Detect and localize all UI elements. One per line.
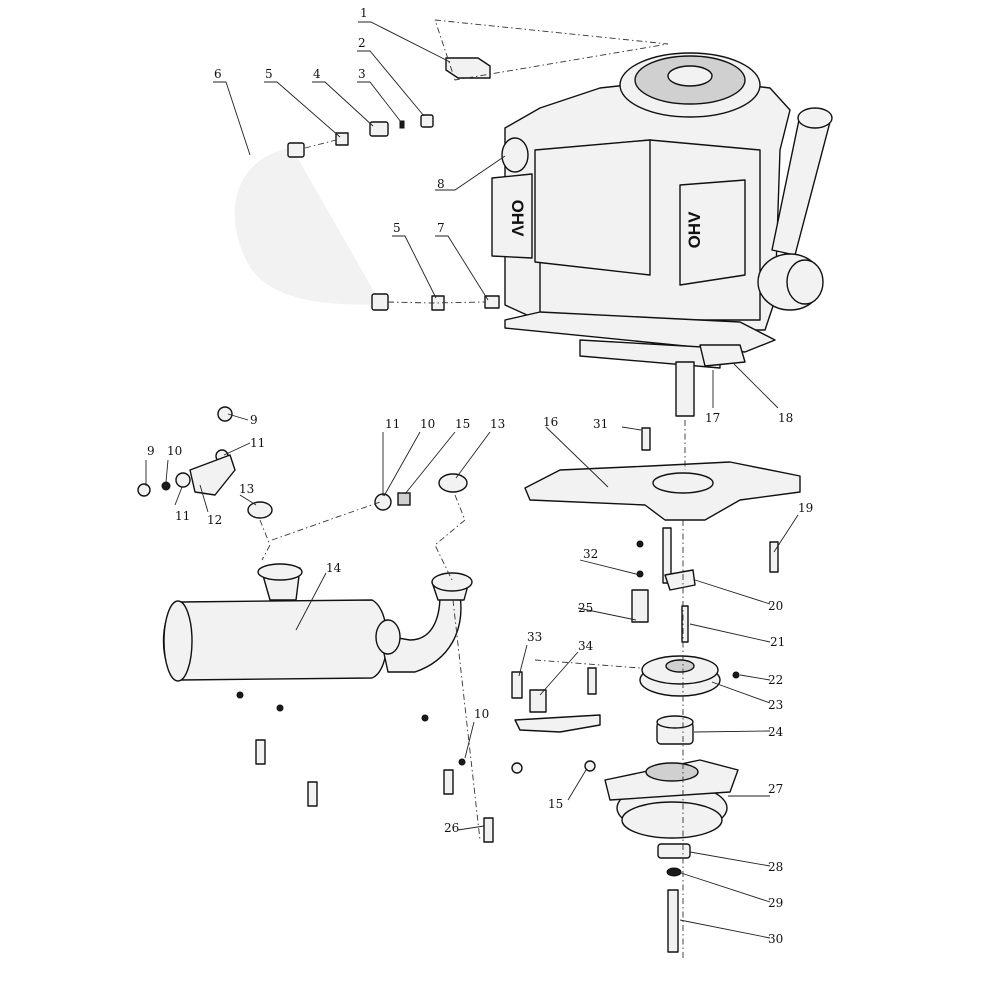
callout-3: 3 <box>358 67 366 81</box>
callout-29: 29 <box>768 896 783 910</box>
engine: OHV OHV <box>484 52 833 417</box>
callout-17: 17 <box>705 411 720 425</box>
callout-26: 26 <box>444 821 459 835</box>
callout-15: 15 <box>455 417 470 431</box>
callout-6: 6 <box>214 67 222 81</box>
muffler <box>162 563 473 682</box>
leader-lines <box>145 21 799 939</box>
callout-11: 11 <box>385 417 400 431</box>
callout-10: 10 <box>420 417 435 431</box>
callout-9: 9 <box>147 444 155 458</box>
callout-30: 30 <box>768 932 783 946</box>
callout-10: 10 <box>167 444 182 458</box>
callout-labels: 1 2 3 4 5 6 8 5 7 17 18 9 11 9 10 11 12 … <box>147 6 813 946</box>
callout-13: 13 <box>490 417 505 431</box>
callout-33: 33 <box>527 630 542 644</box>
callout-5: 5 <box>393 221 401 235</box>
callout-23: 23 <box>768 698 783 712</box>
callout-1: 1 <box>360 6 368 20</box>
callout-10: 10 <box>474 707 489 721</box>
callout-18: 18 <box>778 411 793 425</box>
callout-9: 9 <box>250 413 258 427</box>
engine-logo-right: OHV <box>685 211 704 249</box>
callout-28: 28 <box>768 860 783 874</box>
callout-32: 32 <box>583 547 598 561</box>
callout-11: 11 <box>175 509 190 523</box>
callout-13: 13 <box>239 482 254 496</box>
engine-logo-left: OHV <box>508 200 527 238</box>
mounting-plate <box>524 461 801 521</box>
callout-4: 4 <box>313 67 321 81</box>
callout-14: 14 <box>326 561 342 575</box>
callout-7: 7 <box>437 221 445 235</box>
callout-24: 24 <box>768 725 784 739</box>
callout-16: 16 <box>543 415 558 429</box>
callout-31: 31 <box>593 417 608 431</box>
callout-34: 34 <box>578 639 594 653</box>
callout-11: 11 <box>250 436 265 450</box>
callout-5: 5 <box>265 67 273 81</box>
callout-8: 8 <box>437 177 445 191</box>
callout-27: 27 <box>768 782 783 796</box>
callout-21: 21 <box>770 635 785 649</box>
callout-25: 25 <box>578 601 593 615</box>
callout-15: 15 <box>548 797 563 811</box>
idler-bracket <box>511 667 601 774</box>
fuel-line-parts <box>234 57 491 311</box>
assembly-lines <box>259 19 686 960</box>
callout-12: 12 <box>207 513 222 527</box>
callout-2: 2 <box>358 36 366 50</box>
callout-22: 22 <box>768 673 783 687</box>
callout-19: 19 <box>798 501 813 515</box>
pulley-assembly <box>604 427 779 953</box>
callout-20: 20 <box>768 599 783 613</box>
muffler-bracket-parts <box>137 406 468 519</box>
muffler-bolts <box>236 691 494 843</box>
